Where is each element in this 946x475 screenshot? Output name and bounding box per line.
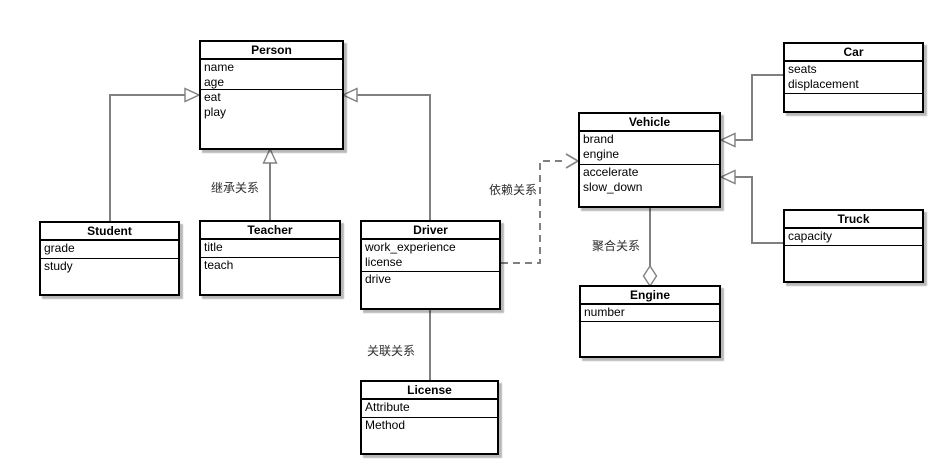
class-methods-section: Method	[362, 418, 497, 453]
class-box-license[interactable]: License Attribute Method	[360, 380, 499, 455]
method-row: accelerate	[583, 165, 639, 179]
class-attributes-section: title	[201, 240, 339, 258]
class-methods-section	[785, 94, 922, 111]
label-inheritance-relationship: 继承关系	[211, 181, 260, 195]
edge-truck-vehicle-inheritance	[719, 169, 783, 244]
class-attributes-section: brand engine	[580, 132, 719, 165]
class-title: License	[362, 382, 497, 400]
method-row: study	[44, 259, 73, 273]
class-methods-section: accelerate slow_down	[580, 165, 719, 206]
attribute-row: engine	[583, 147, 620, 161]
class-attributes-section: capacity	[785, 229, 922, 246]
class-methods-section: teach	[201, 258, 339, 294]
edge-vehicle-engine-aggregation	[642, 207, 658, 288]
attribute-row: brand	[583, 132, 614, 146]
attribute-row: grade	[44, 241, 75, 255]
class-title: Car	[785, 44, 922, 62]
attribute-row: age	[204, 75, 225, 89]
class-box-engine[interactable]: Engine number	[579, 285, 721, 358]
class-attributes-section: number	[581, 305, 719, 322]
attribute-row: Attribute	[365, 400, 410, 414]
attribute-row: name	[204, 60, 235, 74]
class-box-person[interactable]: Person name age eat play	[199, 40, 344, 150]
class-methods-section: eat play	[201, 90, 342, 148]
method-row: slow_down	[583, 180, 643, 194]
edge-car-vehicle-inheritance	[719, 74, 783, 148]
class-title: Student	[41, 223, 178, 241]
class-title: Engine	[581, 287, 719, 305]
class-attributes-section: name age	[201, 60, 342, 90]
method-row: drive	[365, 272, 392, 286]
class-title: Vehicle	[580, 114, 719, 132]
class-title: Person	[201, 42, 342, 60]
class-box-teacher[interactable]: Teacher title teach	[199, 220, 341, 296]
attribute-row: license	[365, 255, 403, 269]
method-row: teach	[204, 258, 234, 272]
attribute-row: title	[204, 240, 223, 254]
class-methods-section: drive	[362, 272, 499, 308]
class-attributes-section: seats displacement	[785, 62, 922, 94]
edge-teacher-person-inheritance	[262, 147, 278, 221]
class-attributes-section: grade	[41, 241, 178, 259]
edge-driver-vehicle-dependency	[501, 153, 580, 264]
method-row: play	[204, 105, 227, 119]
class-box-driver[interactable]: Driver work_experience license drive	[360, 220, 501, 310]
class-box-truck[interactable]: Truck capacity	[783, 209, 924, 283]
label-dependency-relationship: 依赖关系	[489, 183, 538, 197]
method-row: Method	[365, 418, 406, 432]
class-attributes-section: work_experience license	[362, 240, 499, 272]
method-row: eat	[204, 90, 221, 104]
class-box-car[interactable]: Car seats displacement	[783, 42, 924, 113]
label-aggregation-relationship: 聚合关系	[592, 239, 641, 253]
class-methods-section: study	[41, 259, 178, 294]
label-association-relationship: 关联关系	[367, 344, 416, 358]
class-attributes-section: Attribute	[362, 400, 497, 418]
edge-student-person-inheritance	[109, 87, 201, 222]
class-box-student[interactable]: Student grade study	[39, 221, 180, 296]
attribute-row: work_experience	[365, 240, 456, 254]
class-title: Driver	[362, 222, 499, 240]
attribute-row: displacement	[788, 77, 859, 91]
class-title: Truck	[785, 211, 922, 229]
attribute-row: capacity	[788, 229, 833, 243]
class-methods-section	[581, 322, 719, 356]
edge-driver-person-inheritance	[341, 87, 431, 221]
class-methods-section	[785, 246, 922, 281]
class-title: Teacher	[201, 222, 339, 240]
attribute-row: number	[584, 305, 625, 319]
attribute-row: seats	[788, 62, 817, 76]
class-box-vehicle[interactable]: Vehicle brand engine accelerate slow_dow…	[578, 112, 721, 208]
